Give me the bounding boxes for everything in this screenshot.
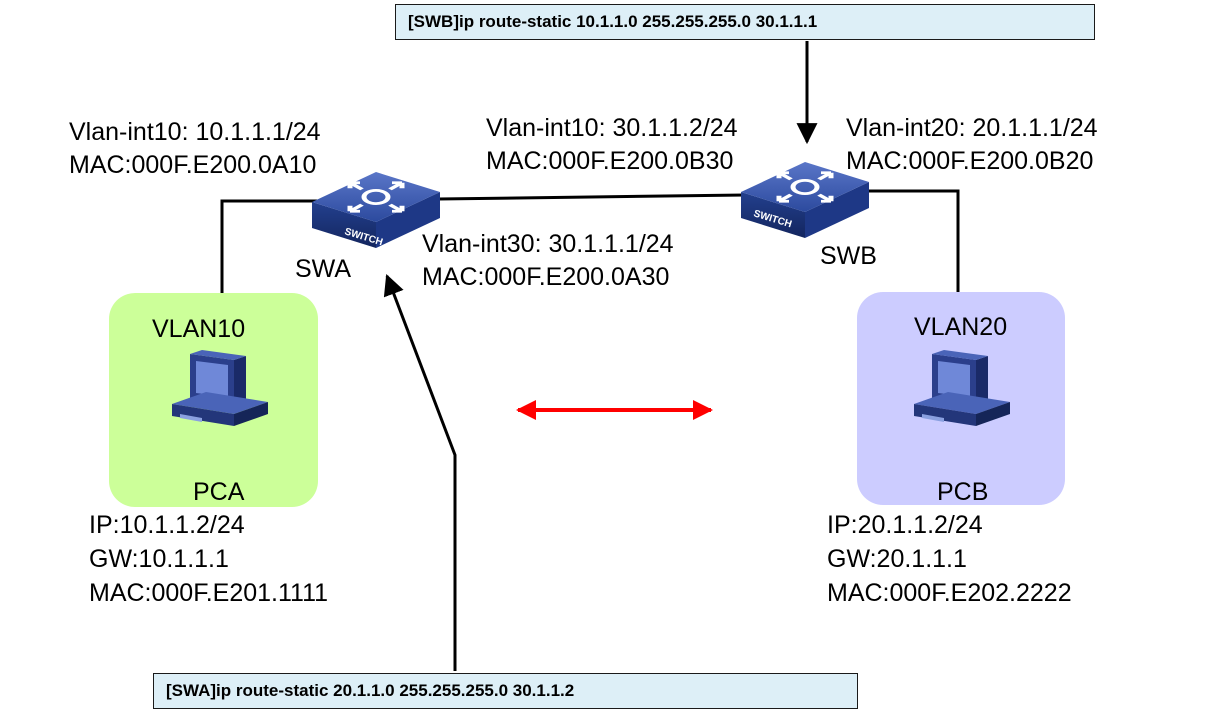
pcb-name: PCB <box>937 478 989 506</box>
computer-icon <box>914 350 1010 426</box>
pca-ip: IP:10.1.1.2/24 <box>89 511 245 539</box>
swa-vlan10-mac: MAC:000F.E200.0A10 <box>69 151 317 179</box>
computer-icon <box>172 350 268 426</box>
swa-vlan10-interface: Vlan-int10: 10.1.1.1/24 <box>69 118 321 146</box>
swa-command-arrow <box>383 274 457 671</box>
swb-route-command: [SWB]ip route-static 10.1.1.0 255.255.25… <box>395 4 1095 40</box>
pcb-vlan-label: VLAN20 <box>914 313 1008 341</box>
swa-name: SWA <box>295 255 352 283</box>
switch-icon: SWITCH <box>312 172 440 248</box>
pca-mac: MAC:000F.E201.1111 <box>89 579 329 607</box>
pca-name: PCA <box>193 478 245 506</box>
swa-route-command: [SWA]ip route-static 20.1.1.0 255.255.25… <box>153 673 858 709</box>
swb-vlan20-mac: MAC:000F.E200.0B20 <box>846 147 1094 175</box>
swb-vlan20-interface: Vlan-int20: 20.1.1.1/24 <box>846 114 1098 142</box>
link-swb-pcb <box>868 189 960 292</box>
swb-vlan10-interface: Vlan-int10: 30.1.1.2/24 <box>486 114 738 142</box>
link-swa-swb <box>437 193 746 201</box>
pca-vlan-label: VLAN10 <box>152 315 246 343</box>
link-pca-swa <box>220 199 325 293</box>
swa-vlan30-interface: Vlan-int30: 30.1.1.1/24 <box>422 230 674 258</box>
swb-name: SWB <box>820 242 877 270</box>
swa-vlan30-mac: MAC:000F.E200.0A30 <box>422 263 670 291</box>
pcb-ip: IP:20.1.1.2/24 <box>827 511 983 539</box>
pcb-mac: MAC:000F.E202.2222 <box>827 579 1072 607</box>
pcb-gateway: GW:20.1.1.1 <box>827 545 967 573</box>
network-links <box>220 189 960 293</box>
swb-vlan10-mac: MAC:000F.E200.0B30 <box>486 147 734 175</box>
pca-gateway: GW:10.1.1.1 <box>89 545 229 573</box>
